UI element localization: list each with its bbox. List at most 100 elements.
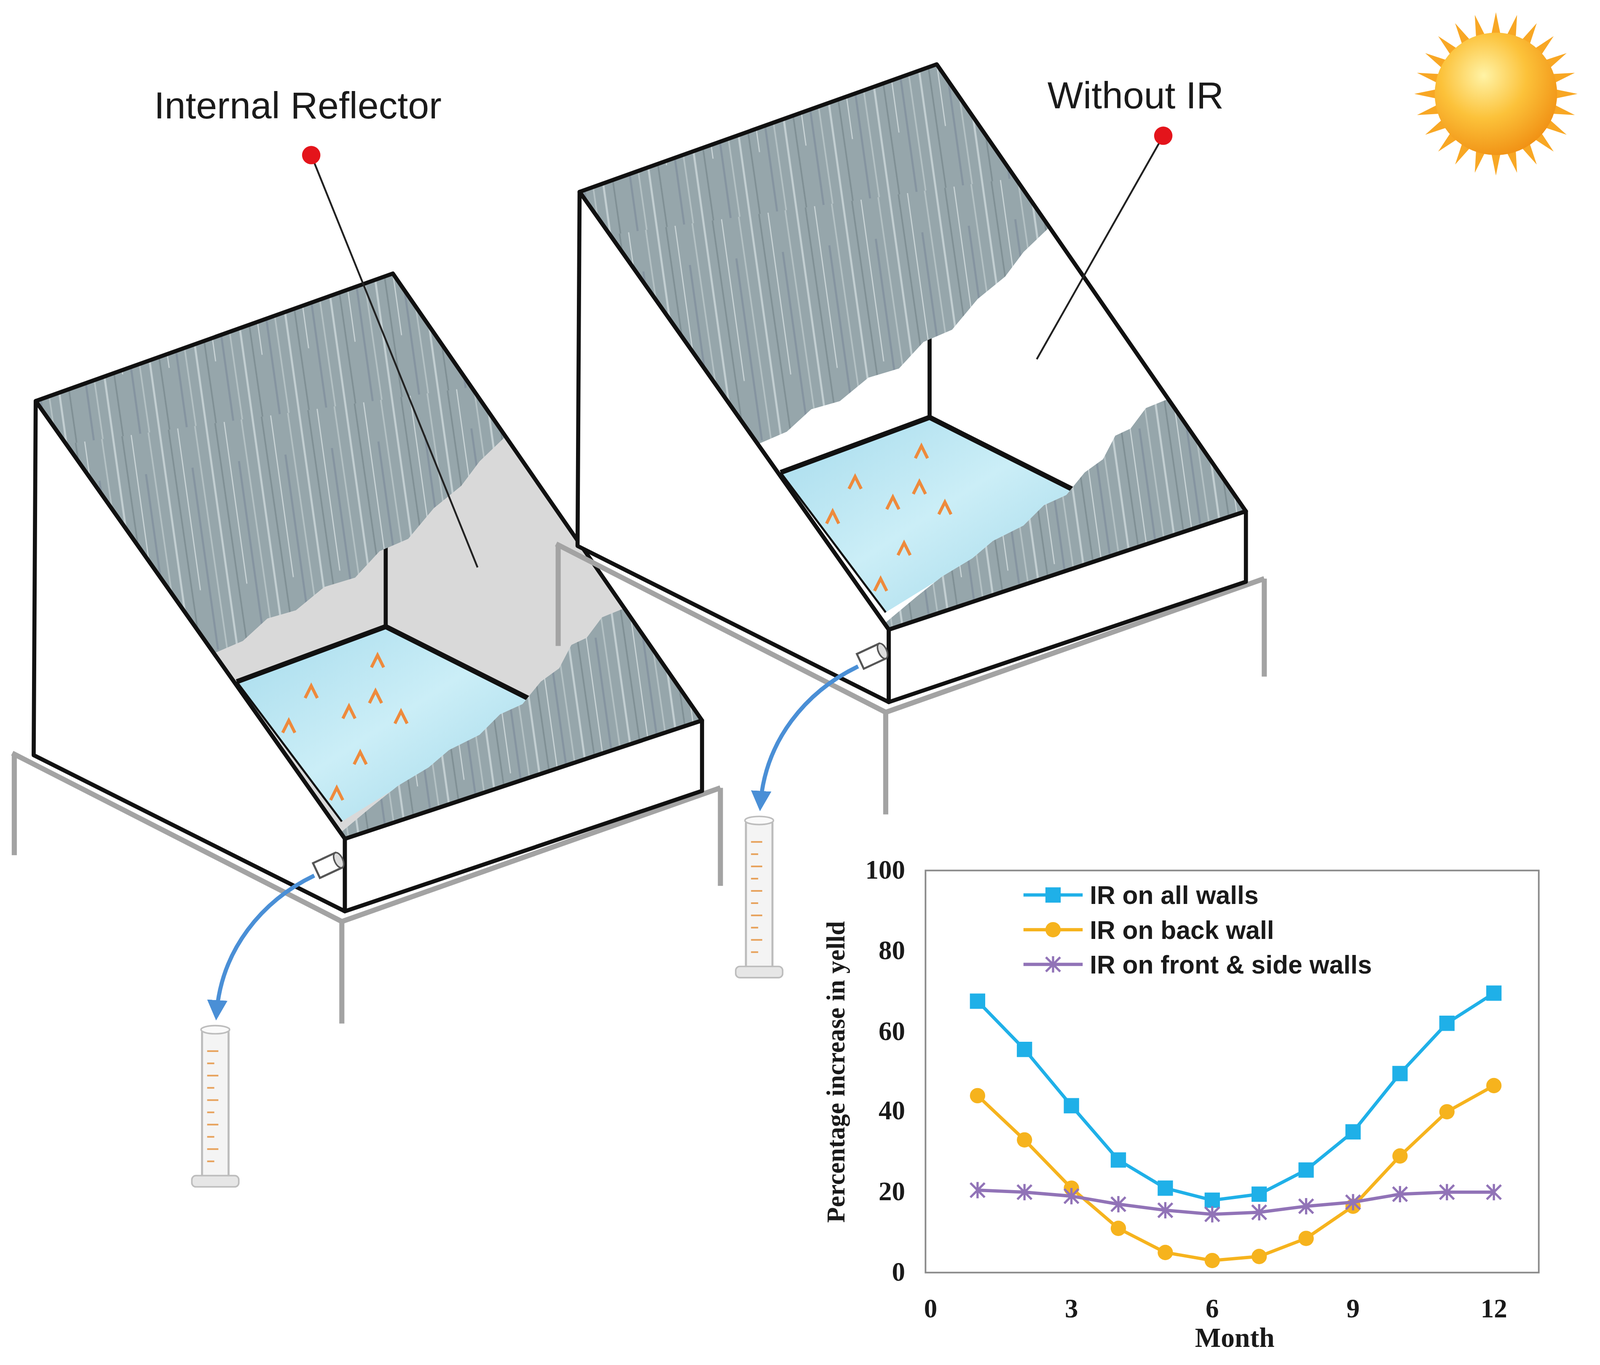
drawn-rect (1392, 1065, 1408, 1081)
y-tick-label: 60 (878, 1016, 906, 1047)
drawn-line (207, 1136, 215, 1138)
drawn-rect (925, 870, 1539, 1273)
drawn-line (207, 1062, 215, 1064)
drawn-circle (1016, 1132, 1032, 1148)
drawn-ellipse (875, 641, 890, 660)
drawn-line (1117, 1195, 1120, 1213)
drawn-line (927, 313, 932, 418)
drawn-circle (970, 1088, 986, 1104)
drawn-line (207, 1099, 219, 1102)
drawn-line (1492, 1183, 1495, 1201)
x-tick-label: 3 (1064, 1294, 1078, 1325)
chart-series (970, 985, 1502, 1268)
drawn-line (976, 1181, 979, 1199)
legend-label: IR on all walls (1089, 880, 1259, 910)
drawn-line (339, 921, 345, 1024)
drawn-group (856, 641, 890, 669)
drawn-path (874, 578, 887, 591)
callout-label: Without IR (1047, 74, 1224, 118)
drawn-line (1051, 956, 1054, 973)
drawn-rect (1157, 1180, 1173, 1196)
drawn-line (718, 787, 724, 886)
drawn-group (313, 851, 346, 879)
drawn-line (1305, 1197, 1308, 1215)
drawn-line (883, 712, 889, 815)
drawn-group (1157, 1201, 1173, 1219)
solar-still-without-reflector (556, 64, 1265, 978)
drawn-rect (1486, 985, 1502, 1001)
drawn-rect (970, 993, 986, 1009)
y-tick-label: 40 (878, 1096, 906, 1127)
callout-label: Internal Reflector (154, 84, 442, 128)
sun-icon (1414, 12, 1578, 176)
drawn-path (371, 655, 384, 668)
drawn-line (750, 877, 759, 880)
drawn-line (311, 155, 478, 568)
drawn-rect (1016, 1041, 1032, 1057)
drawn-ellipse (331, 851, 346, 870)
drawn-circle (1204, 1252, 1220, 1268)
drawn-line (1398, 1185, 1402, 1203)
drawn-line (750, 902, 759, 904)
legend-sample (1021, 917, 1087, 942)
drawn-path (353, 752, 367, 765)
x-tick-label: 12 (1480, 1294, 1508, 1325)
drawn-path (760, 666, 858, 807)
drawn-line (11, 755, 17, 855)
drawn-line (1445, 1183, 1448, 1201)
drawn-line (236, 626, 537, 703)
drawn-path (826, 511, 839, 524)
drawn-line (1261, 578, 1267, 677)
legend-label: IR on back wall (1089, 914, 1274, 945)
drawn-group (1439, 1183, 1455, 1201)
drawn-line (750, 889, 763, 892)
drawn-rect (1063, 1098, 1079, 1114)
drawn-line (1351, 1193, 1354, 1211)
drawn-line (207, 1074, 219, 1077)
drawn-line (1258, 1203, 1261, 1221)
drawn-path (369, 690, 382, 703)
x-tick-label: 6 (1205, 1294, 1219, 1325)
axis-title: Percentage increase in yelld (821, 920, 852, 1223)
drawn-line (750, 914, 763, 917)
drawn-path (343, 706, 356, 719)
drawn-path (305, 685, 318, 698)
drawn-group (1299, 1197, 1314, 1215)
drawn-circle (1439, 1104, 1455, 1120)
drawn-path (897, 542, 911, 555)
drawn-line (383, 522, 389, 627)
drawn-rect (735, 966, 783, 978)
drawn-shape (888, 511, 1247, 703)
drawn-circle (1251, 1248, 1267, 1264)
drawn-line (750, 926, 759, 929)
drawn-line (207, 1086, 215, 1089)
drawn-circle (1434, 32, 1558, 156)
y-tick-label: 20 (878, 1176, 906, 1207)
leader-line (302, 126, 1173, 568)
x-tick-label: 9 (1346, 1294, 1360, 1325)
drawn-group (1486, 1183, 1501, 1201)
drawn-group (1345, 1193, 1361, 1211)
drawn-line (977, 1085, 1494, 1261)
drawn-circle (1298, 1230, 1314, 1246)
drawn-path (216, 875, 314, 1017)
legend-sample (1021, 951, 1087, 977)
y-tick-label: 80 (878, 935, 906, 967)
drawn-line (207, 1111, 215, 1114)
drawn-line (750, 951, 759, 953)
drawn-rect (1345, 1124, 1361, 1140)
drawn-path (849, 476, 862, 489)
drawn-line (1164, 1201, 1167, 1219)
drawn-ellipse (745, 816, 774, 825)
drawn-shape (577, 191, 890, 703)
drawn-rect (1045, 887, 1061, 903)
x-tick-label: 0 (924, 1294, 938, 1325)
drawn-circle (1154, 126, 1173, 145)
drawn-line (207, 1123, 219, 1126)
drawn-circle (1486, 1077, 1502, 1094)
drawn-path (938, 501, 952, 515)
drawn-line (750, 853, 759, 855)
drawn-line (750, 938, 763, 941)
drawn-line (207, 1160, 215, 1163)
drawn-rect (1110, 1152, 1126, 1168)
